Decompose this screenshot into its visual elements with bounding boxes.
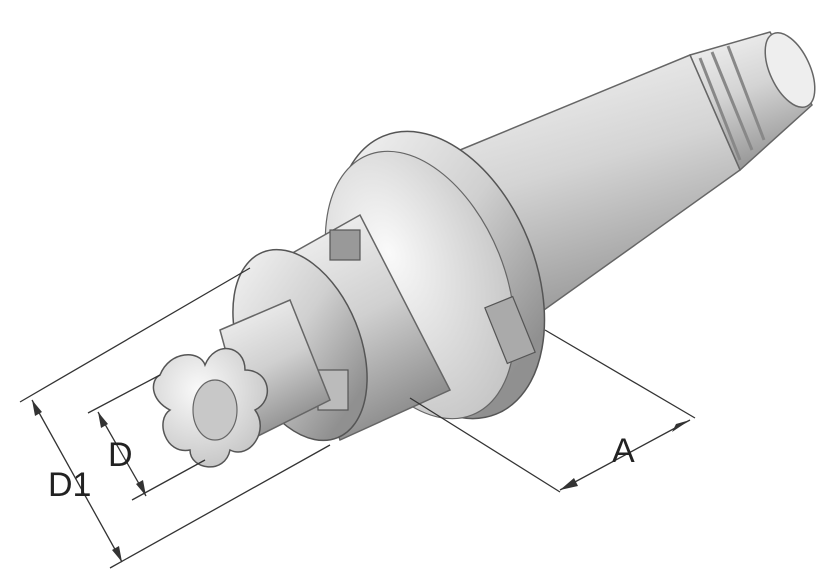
cross-head (152, 299, 331, 468)
pull-stud (688, 31, 816, 172)
dimension-arrows (32, 400, 690, 562)
d-extension-top (87, 374, 161, 414)
a-extension-right (544, 329, 696, 419)
dimension-lines (19, 267, 696, 569)
d1-extension-top (19, 267, 251, 403)
a-extension-left (409, 397, 561, 493)
label-a: A (612, 432, 635, 470)
d-extension-bottom (131, 459, 206, 501)
a-dimension-line (559, 419, 691, 491)
label-d1: D1 (48, 466, 92, 504)
d1-dimension-line (31, 399, 123, 563)
d1-extension-bottom (109, 444, 331, 569)
label-d: D (108, 436, 133, 474)
d-dimension-line (97, 411, 147, 497)
